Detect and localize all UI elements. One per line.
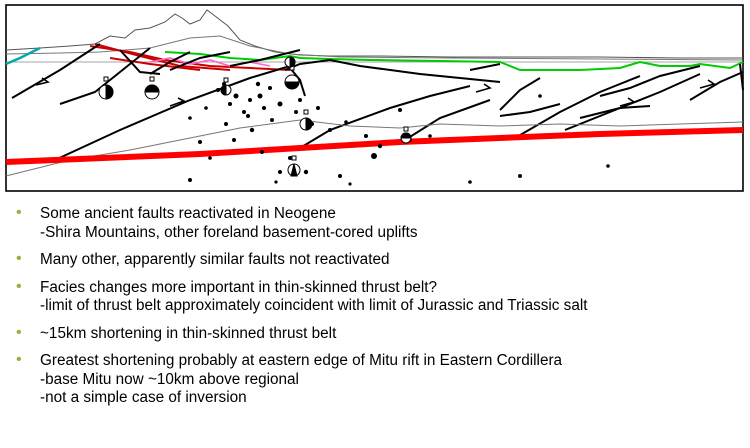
bullet-dot-icon: • xyxy=(16,250,22,267)
bullet-subtext: -base Mitu now ~10km above regional xyxy=(40,370,299,388)
bullet-dot-icon: • xyxy=(16,277,22,295)
half-arrow-icon xyxy=(35,77,716,107)
bullet-dot-icon: • xyxy=(16,323,22,341)
bullet-text: ~15km shortening in thin-skinned thrust … xyxy=(40,324,337,342)
main-detachment xyxy=(5,127,744,165)
bullet-subtext: -not a simple case of inversion xyxy=(40,389,247,406)
bullet-list: • Some ancient faults reactivated in Neo… xyxy=(16,204,744,417)
topography-line-2 xyxy=(5,35,744,61)
bullet-item: • Some ancient faults reactivated in Neo… xyxy=(16,204,744,242)
bullet-dot-icon: • xyxy=(16,351,22,368)
beachball-icon xyxy=(98,56,412,177)
cyan-fault xyxy=(5,46,41,66)
basement-top-line xyxy=(5,119,744,177)
bullet-subtext: -Shira Mountains, other foreland basemen… xyxy=(40,223,418,241)
bullet-item: • Facies changes more important in thin-… xyxy=(16,277,744,316)
basement-faults xyxy=(11,43,744,161)
bullet-text: Greatest shortening probably at eastern … xyxy=(40,352,563,369)
bullet-text: Facies changes more important in thin-sk… xyxy=(40,278,438,296)
bullet-text: Some ancient faults reactivated in Neoge… xyxy=(40,205,336,222)
topography-line xyxy=(5,9,743,59)
cross-section-diagram xyxy=(5,4,744,192)
bullet-item: • Many other, apparently similar faults … xyxy=(16,250,744,270)
bullet-item: • ~15km shortening in thin-skinned thrus… xyxy=(16,323,744,344)
bullet-subtext: -limit of thrust belt approximately coin… xyxy=(40,297,588,314)
bullet-text: Many other, apparently similar faults no… xyxy=(40,251,390,268)
earthquake-dots xyxy=(188,81,610,186)
bullet-dot-icon: • xyxy=(16,204,22,221)
section-frame xyxy=(5,4,744,192)
bullet-item: • Greatest shortening probably at easter… xyxy=(16,351,744,408)
